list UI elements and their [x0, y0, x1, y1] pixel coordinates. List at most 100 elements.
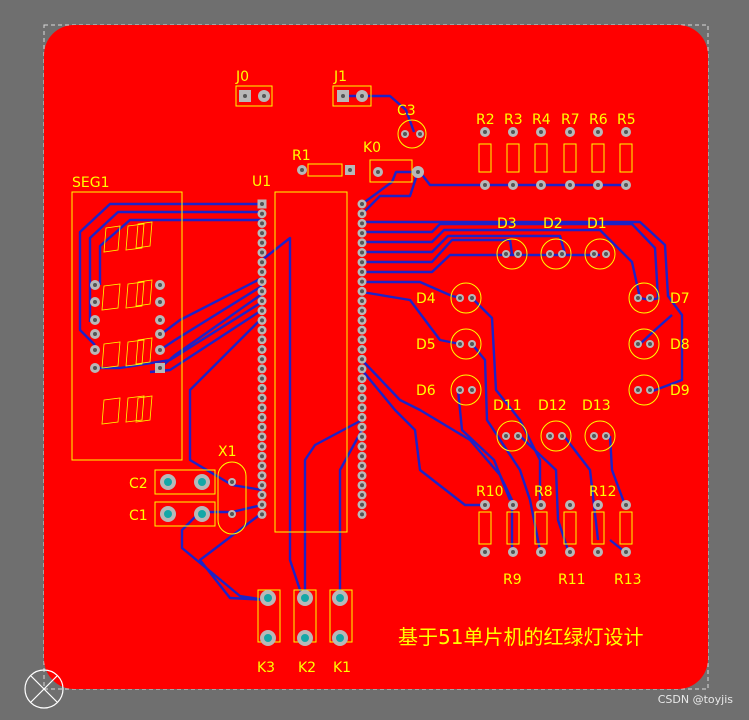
- r2-outline: [478, 143, 492, 173]
- c3-outline: [397, 119, 427, 149]
- drill-hole: [260, 279, 264, 284]
- drill-hole: [360, 483, 364, 488]
- drill-hole: [360, 396, 364, 400]
- drill-hole: [624, 130, 628, 134]
- label-r6: R6: [589, 112, 608, 128]
- drill-hole: [260, 463, 264, 468]
- drill-hole: [636, 342, 640, 346]
- label-r1: R1: [292, 148, 311, 164]
- drill-hole: [648, 388, 652, 392]
- label-r8: R8: [534, 484, 553, 500]
- r10-outline: [478, 511, 492, 545]
- drill-hole: [360, 376, 364, 381]
- origin-marker-icon: [24, 669, 64, 709]
- seg1-outline: [71, 191, 183, 461]
- drill-hole: [360, 231, 364, 236]
- drill-hole: [360, 308, 364, 313]
- drill-hole: [636, 388, 640, 392]
- drill-hole: [458, 388, 462, 392]
- label-r3: R3: [504, 112, 523, 128]
- drill-hole: [336, 634, 344, 642]
- drill-hole: [604, 252, 608, 256]
- d3-outline: [496, 238, 528, 270]
- drill-hole: [360, 444, 364, 449]
- drill-hole: [260, 260, 264, 265]
- drill-hole: [511, 183, 515, 187]
- drill-hole: [539, 503, 543, 507]
- drill-hole: [164, 510, 172, 518]
- trace: [188, 317, 263, 492]
- trace: [88, 210, 262, 322]
- label-r5: R5: [617, 112, 636, 128]
- drill-hole: [596, 503, 600, 507]
- label-j0: J0: [235, 69, 249, 85]
- drill-hole: [548, 434, 552, 438]
- drill-hole: [624, 183, 628, 187]
- drill-hole: [483, 183, 487, 187]
- drill-hole: [539, 130, 543, 134]
- drill-hole: [360, 463, 364, 468]
- drill-hole: [470, 388, 474, 392]
- drill-hole: [260, 221, 264, 226]
- drill-hole: [504, 252, 508, 256]
- d12-outline: [540, 420, 572, 452]
- board-title: 基于51单片机的红绿灯设计: [398, 625, 643, 649]
- drill-hole: [360, 94, 364, 98]
- drill-hole: [301, 634, 309, 642]
- trace: [362, 238, 514, 264]
- drill-hole: [511, 550, 515, 554]
- label-r7: R7: [561, 112, 580, 128]
- drill-hole: [548, 252, 552, 256]
- seven-segment-digits: [101, 221, 153, 425]
- drill-hole: [360, 386, 364, 391]
- drill-hole: [260, 202, 264, 206]
- label-r13: R13: [614, 572, 642, 588]
- trace: [303, 418, 363, 598]
- drill-hole: [360, 493, 364, 497]
- drill-hole: [260, 454, 264, 459]
- drill-hole: [260, 434, 264, 439]
- trace: [563, 435, 600, 541]
- drill-hole: [260, 231, 264, 236]
- drill-hole: [260, 493, 264, 497]
- drill-hole: [260, 366, 264, 371]
- drill-hole: [260, 425, 264, 430]
- label-c3: C3: [397, 103, 416, 119]
- drill-hole: [260, 211, 264, 216]
- drill-hole: [511, 130, 515, 134]
- label-r4: R4: [532, 112, 551, 128]
- drill-hole: [360, 260, 364, 265]
- d13-outline: [584, 420, 616, 452]
- drill-hole: [262, 94, 266, 98]
- d2-outline: [540, 238, 572, 270]
- trace: [639, 314, 673, 345]
- drill-hole: [568, 183, 572, 187]
- drill-hole: [568, 130, 572, 134]
- drill-hole: [360, 366, 364, 371]
- drill-hole: [264, 594, 272, 602]
- drill-hole: [260, 415, 264, 420]
- drill-hole: [348, 168, 352, 172]
- label-r10: R10: [476, 484, 504, 500]
- drill-hole: [260, 250, 264, 255]
- label-k3: K3: [257, 660, 275, 676]
- trace: [471, 343, 542, 551]
- drill-hole: [483, 503, 487, 507]
- drill-hole: [158, 283, 162, 287]
- x1-outline: [217, 461, 247, 535]
- trace: [159, 276, 263, 336]
- drill-hole: [158, 318, 162, 322]
- drill-hole: [260, 483, 264, 488]
- u1-outline: [274, 191, 348, 533]
- drill-hole: [360, 318, 364, 323]
- drill-hole: [230, 512, 234, 516]
- drill-hole: [93, 366, 97, 370]
- r4-outline: [534, 143, 548, 173]
- r7-outline: [563, 143, 577, 173]
- drill-hole: [458, 296, 462, 300]
- drill-hole: [360, 250, 364, 255]
- trace: [362, 234, 567, 255]
- trace: [361, 359, 514, 552]
- drill-hole: [260, 318, 264, 323]
